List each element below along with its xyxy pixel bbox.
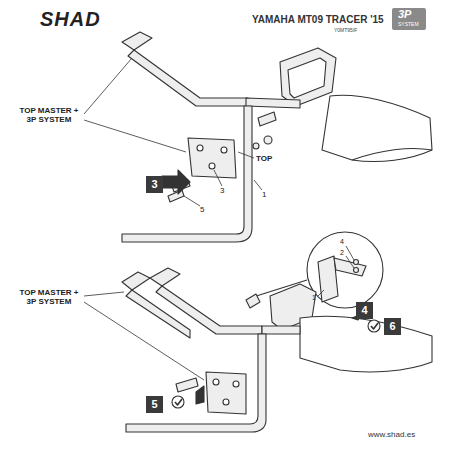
badge-text: SYSTEM (398, 22, 419, 28)
step-number: 4 (361, 305, 367, 316)
kit-label: TOP MASTER + 3P SYSTEM (16, 288, 82, 306)
step-number-box: 4 (356, 302, 373, 319)
callout-number: 4 (340, 238, 344, 246)
callout-number: 3 (220, 186, 224, 195)
callout-number: 2 (340, 249, 344, 257)
system-badge (392, 8, 426, 30)
detail-circle (307, 232, 383, 308)
step-number: 5 (151, 399, 157, 410)
grab-rail (150, 268, 180, 286)
website-url: www.shad.es (368, 430, 415, 439)
mounting-plate (188, 138, 236, 178)
grab-rail (122, 32, 152, 50)
callout-number: 5 (200, 205, 204, 214)
model-code: Y0MT95IF (334, 28, 357, 34)
part-label: TOP (256, 154, 272, 163)
step-number-box: 6 (384, 318, 401, 335)
side-frame (126, 334, 266, 432)
badge-text: 3P (398, 8, 411, 21)
step-number-box: 3 (146, 176, 163, 193)
grab-rail (122, 272, 150, 290)
step-number: 6 (389, 321, 395, 332)
bolt (168, 190, 184, 202)
mounting-plate (206, 372, 246, 414)
tail-rack (280, 48, 336, 106)
rail-tube (128, 50, 248, 106)
kit-label: TOP MASTER + 3P SYSTEM (16, 106, 82, 124)
model-title: YAMAHA MT09 TRACER '15 (252, 14, 384, 26)
callout-number: 1 (262, 190, 266, 199)
step-number-box: 5 (146, 396, 163, 413)
seat (300, 316, 432, 372)
side-frame (122, 106, 252, 242)
callout-number: 1 (312, 294, 316, 302)
seat (322, 95, 432, 161)
brand-logo: SHAD (40, 8, 101, 31)
bolt (176, 378, 198, 392)
step-number: 3 (151, 179, 157, 190)
